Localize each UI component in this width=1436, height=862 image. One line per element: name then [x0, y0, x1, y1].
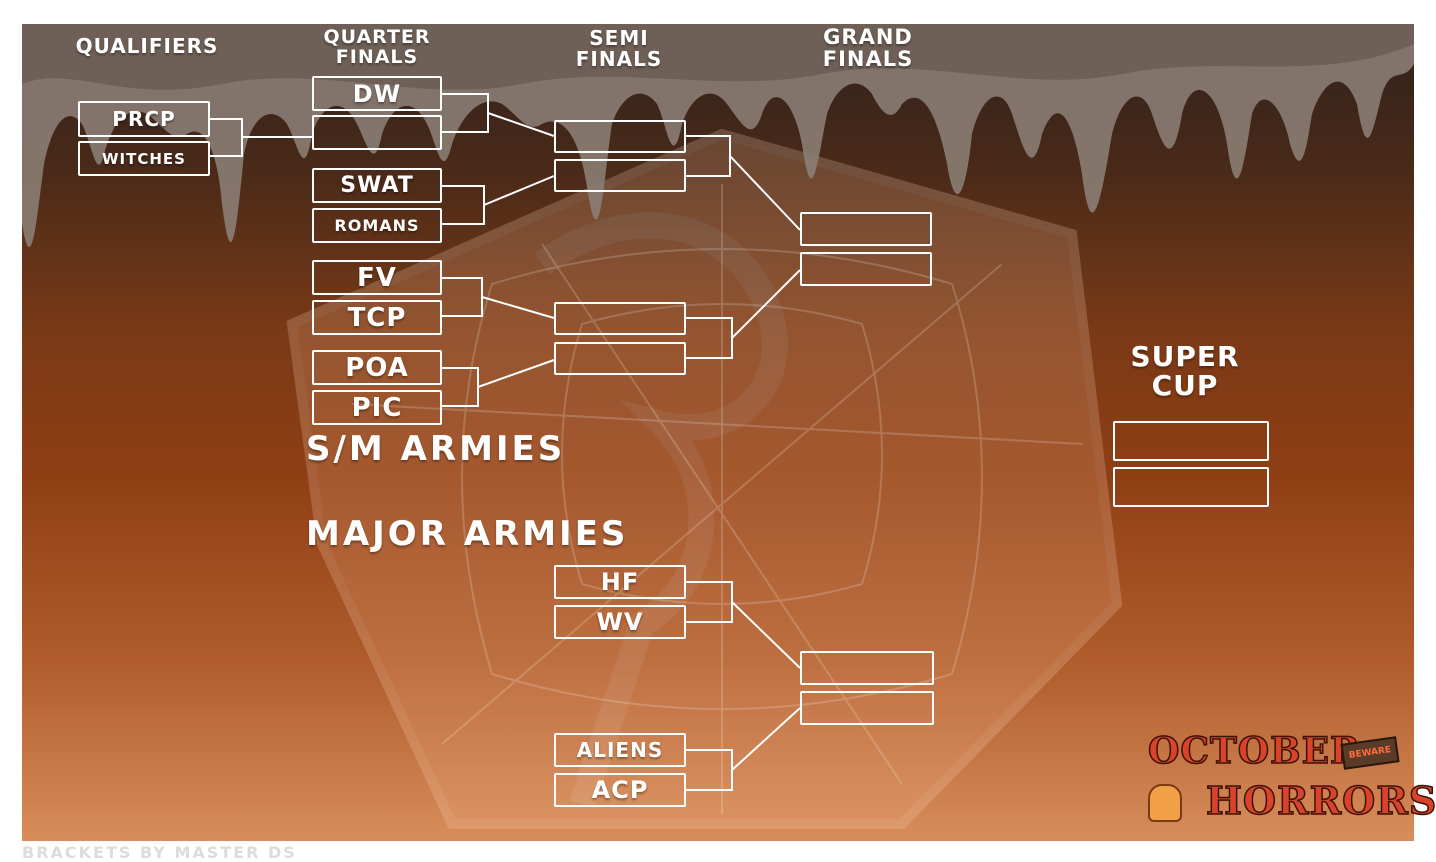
bracket-connectors	[210, 93, 801, 791]
section-title-sm-armies: S/M ARMIES	[306, 429, 566, 469]
logo-text-line2: HORRORS	[1205, 777, 1436, 824]
header-super-cup: SUPER CUP	[1110, 342, 1260, 401]
section-title-major-armies: MAJOR ARMIES	[306, 514, 629, 554]
quarter-slot-6[interactable]: TCP	[312, 300, 442, 335]
header-quarter-finals: QUARTER FINALS	[307, 26, 447, 68]
ghost-icon	[1148, 784, 1182, 822]
credit-text: BRACKETS BY MASTER DS	[22, 843, 297, 862]
header-quarter-line1: QUARTER	[323, 26, 431, 48]
quarter-slot-2[interactable]	[312, 115, 442, 150]
header-super-line2: CUP	[1151, 369, 1219, 403]
super-cup-slot-2[interactable]	[1113, 467, 1269, 507]
semi-slot-2[interactable]	[554, 159, 686, 192]
header-grand-line1: GRAND	[823, 25, 913, 49]
logo-text-line1: OCTOBER	[1147, 729, 1361, 773]
bracket-board: QUALIFIERS QUARTER FINALS SEMI FINALS GR…	[22, 24, 1414, 841]
grand-final-slot-1[interactable]	[800, 212, 932, 246]
header-grand-finals: GRAND FINALS	[798, 26, 938, 70]
header-quarter-line2: FINALS	[335, 45, 419, 68]
semi-slot-4[interactable]	[554, 342, 686, 375]
major-slot-1[interactable]: HF	[554, 565, 686, 599]
october-horrors-logo: OCTOBER BEWARE HORRORS	[1147, 726, 1436, 832]
major-slot-2[interactable]: WV	[554, 605, 686, 639]
quarter-slot-8[interactable]: PIC	[312, 390, 442, 425]
header-super-line1: SUPER	[1130, 340, 1240, 373]
major-final-slot-1[interactable]	[800, 651, 934, 685]
major-final-slot-2[interactable]	[800, 691, 934, 725]
qualifier-slot-2[interactable]: WITCHES	[78, 141, 210, 176]
super-cup-slot-1[interactable]	[1113, 421, 1269, 461]
grand-final-slot-2[interactable]	[800, 252, 932, 286]
quarter-slot-3[interactable]: SWAT	[312, 168, 442, 203]
header-semi-line1: SEMI	[589, 26, 649, 50]
header-qualifiers: QUALIFIERS	[75, 34, 219, 58]
major-slot-3[interactable]: ALIENS	[554, 733, 686, 767]
semi-slot-1[interactable]	[554, 120, 686, 153]
qualifier-slot-1[interactable]: PRCP	[78, 101, 210, 137]
spiderweb-icon	[351, 184, 1083, 814]
header-grand-line2: FINALS	[822, 47, 914, 72]
quarter-slot-4[interactable]: ROMANS	[312, 208, 442, 243]
header-semi-finals: SEMI FINALS	[554, 28, 684, 70]
quarter-slot-7[interactable]: POA	[312, 350, 442, 385]
major-slot-4[interactable]: ACP	[554, 773, 686, 807]
quarter-slot-1[interactable]: DW	[312, 76, 442, 111]
semi-slot-3[interactable]	[554, 302, 686, 335]
quarter-slot-5[interactable]: FV	[312, 260, 442, 295]
header-semi-line2: FINALS	[575, 47, 663, 71]
